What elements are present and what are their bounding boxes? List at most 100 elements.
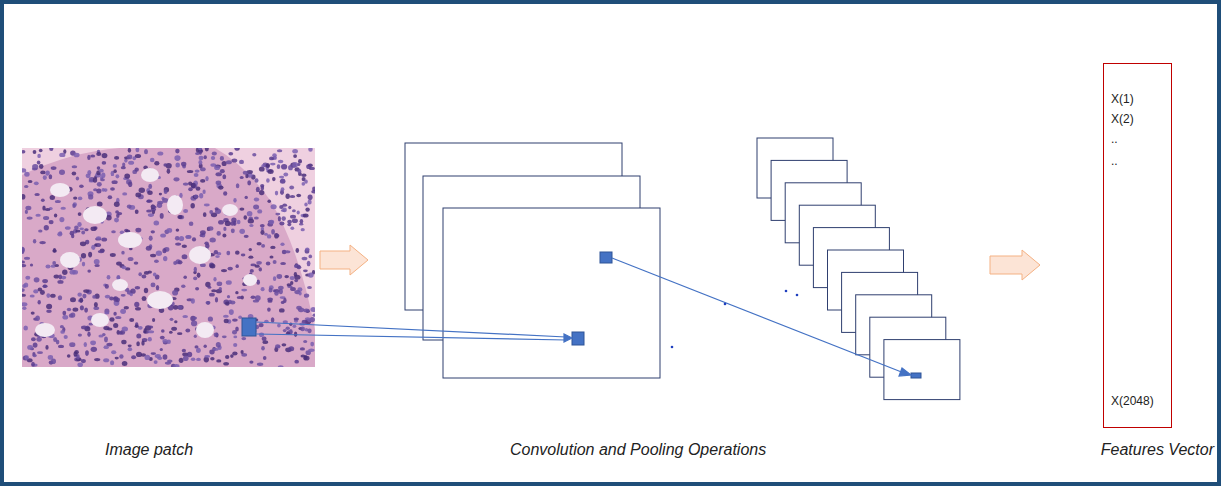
nucleus [81,359,86,363]
nucleus [173,261,177,265]
nucleus [120,309,126,314]
nucleus [78,334,82,337]
nucleus [46,304,52,309]
nucleus [94,358,100,361]
nucleus [31,362,35,367]
nucleus [303,309,309,313]
nucleus [189,222,194,226]
nucleus [84,307,88,312]
nucleus [210,238,216,243]
lumen [112,279,128,291]
nucleus [269,288,273,293]
lumen [50,183,70,197]
nucleus [127,205,132,209]
nucleus [67,308,71,312]
nucleus [178,260,183,264]
nucleus [298,169,302,174]
feature-entry: .. [1111,132,1118,146]
nucleus [46,264,51,268]
nucleus [45,208,51,211]
block-arrow [320,245,368,275]
nucleus [122,192,127,195]
stroma [22,148,120,175]
nucleus [270,246,275,249]
activation-square [572,332,584,345]
nucleus [244,235,249,238]
nucleus [101,172,105,178]
nucleus [282,208,287,213]
nucleus [74,226,79,230]
nucleus [232,352,237,356]
lumen [243,274,257,286]
nucleus [278,286,284,290]
nucleus [173,364,179,367]
nucleus [35,316,40,321]
nucleus [128,344,132,347]
nucleus [304,202,307,206]
nucleus [205,148,209,151]
nucleus [222,335,227,338]
nucleus [222,174,226,179]
nucleus [300,219,304,224]
nucleus [232,159,238,163]
nucleus [122,361,128,366]
nucleus [115,357,119,360]
nucleus [282,343,287,346]
nucleus [40,171,45,175]
nucleus [271,229,275,235]
nucleus [22,264,26,267]
nucleus [24,257,30,260]
nucleus [50,294,56,298]
nucleus [134,261,139,264]
nucleus [65,226,71,230]
nucleus [229,309,234,315]
nucleus [200,167,206,171]
ellipsis-dots [671,290,799,349]
pooled-maps [757,138,960,400]
nucleus [252,153,256,156]
nucleus [259,323,264,327]
nucleus [135,210,139,214]
nucleus [261,346,265,350]
nucleus [188,187,193,191]
nucleus [219,287,222,290]
nucleus [305,317,311,320]
nucleus [208,226,214,230]
nucleus [179,236,184,241]
nucleus [284,275,289,278]
nucleus [277,149,282,152]
nucleus [131,355,136,359]
nucleus [45,171,50,176]
nucleus [254,216,259,219]
nucleus [165,361,171,364]
nucleus [136,334,141,339]
nucleus [306,164,311,169]
nucleus [51,358,56,364]
nucleus [280,262,286,265]
nucleus [174,177,180,181]
nucleus [104,188,108,192]
nucleus [160,336,165,340]
receptive-field [242,318,256,336]
nucleus [297,210,300,214]
nucleus [181,162,186,167]
nucleus [279,176,284,179]
nucleus [312,187,315,192]
nucleus [73,196,77,199]
nucleus [278,216,281,221]
nucleus [25,206,31,210]
nucleus [194,335,197,339]
lumen [83,206,107,224]
nucleus [90,154,95,157]
nucleus [84,342,87,347]
nucleus [271,204,277,209]
nucleus [147,199,153,202]
nucleus [308,195,313,201]
nucleus [305,207,309,211]
nucleus [35,214,40,217]
nucleus [128,148,131,153]
nucleus [33,289,38,293]
nucleus [239,229,245,234]
nucleus [249,224,253,227]
nucleus [250,269,254,273]
